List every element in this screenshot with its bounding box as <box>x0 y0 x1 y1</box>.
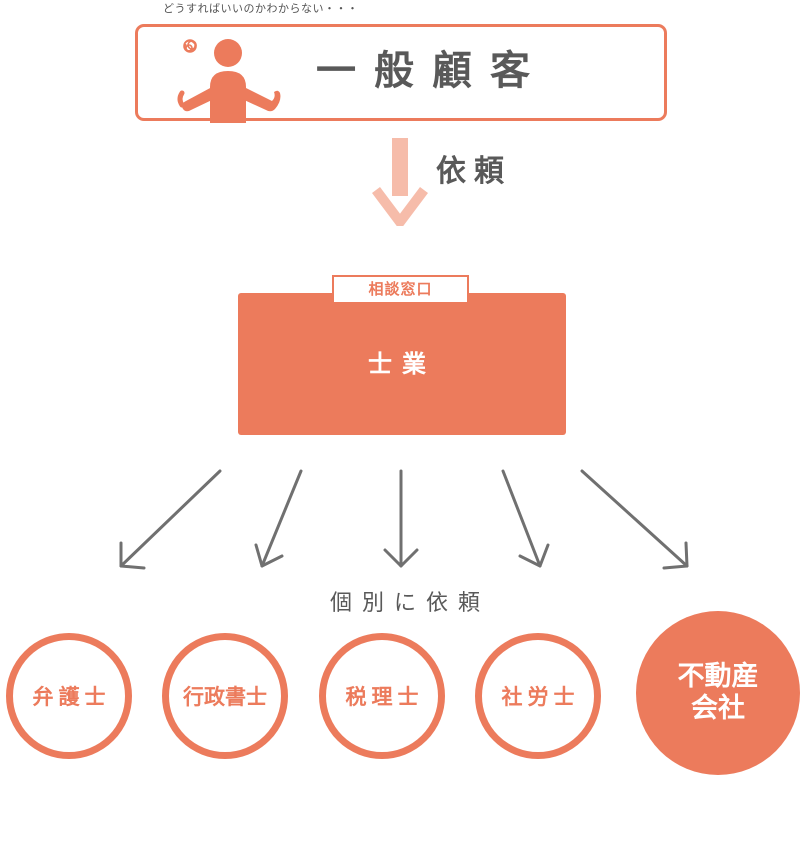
customer-title: 一般顧客 <box>316 48 548 94</box>
professionals-title: 士業 <box>368 350 436 378</box>
consultation-window-tab: 相談窓口 <box>332 275 469 304</box>
individual-request-label: 個別に依頼 <box>330 591 491 616</box>
target-tax-accountant: 税理士 <box>319 633 445 759</box>
target-administrative-scrivener: 行政書士 <box>162 633 288 759</box>
target-real-estate-company: 不動産 会社 <box>636 611 800 775</box>
arrow-to-scrivener-icon <box>254 469 303 568</box>
customer-box: 一般顧客 <box>135 24 667 123</box>
request-label: 依頼 <box>436 154 512 189</box>
target-labor-consultant: 社労士 <box>475 633 601 759</box>
customer-thought-text: どうすればいいのかわからない・・・ <box>163 2 359 15</box>
arrow-to-real-estate-icon <box>580 469 689 570</box>
professionals-box: 士業 <box>238 293 566 435</box>
confused-person-icon <box>177 39 281 123</box>
arrow-to-lawyer-icon <box>119 469 222 570</box>
arrow-to-labor-consultant-icon <box>501 469 550 568</box>
target-lawyer: 弁護士 <box>6 633 132 759</box>
request-arrow-icon <box>372 138 428 226</box>
arrow-to-tax-accountant-icon <box>383 469 419 568</box>
